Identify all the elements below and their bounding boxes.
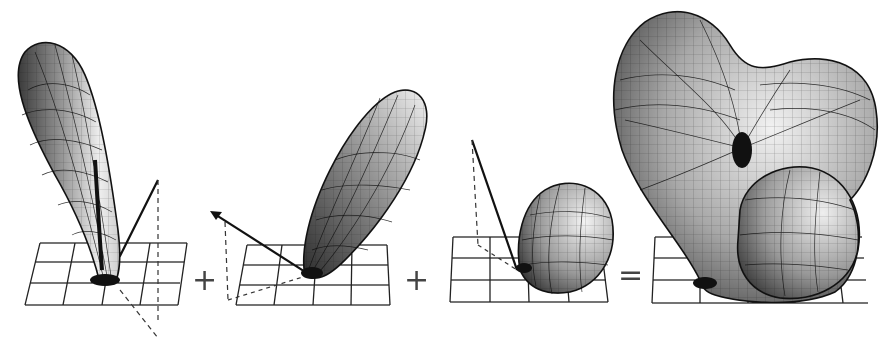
- radiation-lobe-3: [516, 182, 614, 295]
- panel-3: [449, 139, 614, 303]
- panel-1: [17, 41, 188, 339]
- radiation-lobe-2: [301, 89, 428, 279]
- equals-operator: =: [618, 258, 643, 293]
- radiation-lobe-1: [17, 41, 121, 286]
- panel-sum: [612, 10, 878, 304]
- plus-operator-1: +: [192, 263, 217, 298]
- combined-radiation-pattern: [612, 10, 878, 304]
- direction-vector-2: [210, 211, 311, 301]
- panel-2: [210, 89, 428, 306]
- direction-vector-3: [470, 139, 519, 271]
- plus-operator-2: +: [404, 263, 429, 298]
